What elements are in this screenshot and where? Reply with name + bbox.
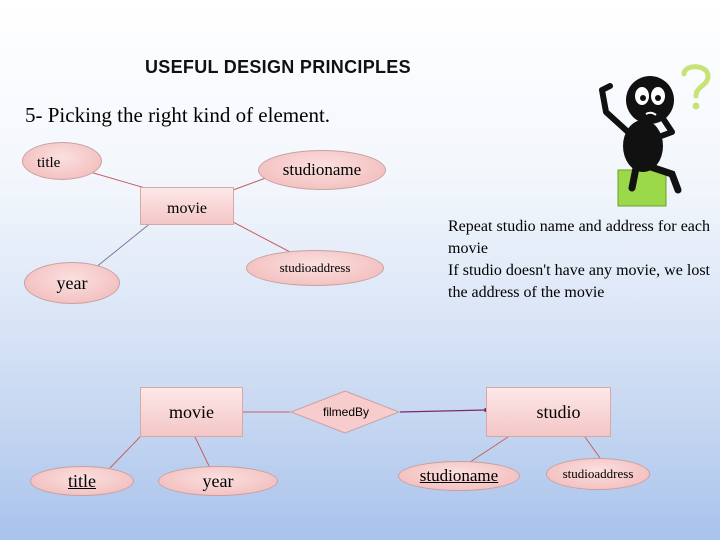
attribute-label: studioname [419,466,499,485]
attribute-studioaddress-top: studioaddress [246,250,384,286]
attribute-label: title [37,155,61,171]
attribute-year-top: year [24,262,120,304]
attribute-label: title [68,470,96,491]
confused-person-question-mark-icon [599,64,711,207]
slide-heading: USEFUL DESIGN PRINCIPLES [145,57,411,77]
slide-subheading: 5- Picking the right kind of element. [25,103,331,127]
entity-studio-bottom: studio [486,387,611,437]
attribute-label: year [56,272,88,293]
attribute-title-bottom: title [30,466,134,496]
relationship-filmedby: filmedBy [289,390,401,434]
attribute-studioname-bottom: studioname [398,461,520,491]
attribute-label: year [202,470,234,491]
attribute-label: studioaddress [562,466,634,481]
entity-label: studio [536,401,581,422]
entity-movie-top: movie [140,187,234,225]
entity-movie-bottom: movie [140,387,243,437]
attribute-studioaddress-bottom: studioaddress [546,458,650,490]
note-line-1: Repeat studio name and address for each … [448,218,710,257]
entity-label: movie [167,200,207,217]
note-line-2: If studio doesn't have any movie, we los… [448,262,710,301]
attribute-year-bottom: year [158,466,278,496]
attribute-title-top: title [22,142,102,180]
attribute-label: studioaddress [279,260,351,275]
relationship-label: filmedBy [323,405,370,419]
attribute-label: studioname [282,160,362,179]
relationship-diamond [289,390,401,434]
attribute-studioname-top: studioname [258,150,386,190]
entity-label: movie [169,401,214,422]
explanation-note: Repeat studio name and address for each … [448,216,710,304]
